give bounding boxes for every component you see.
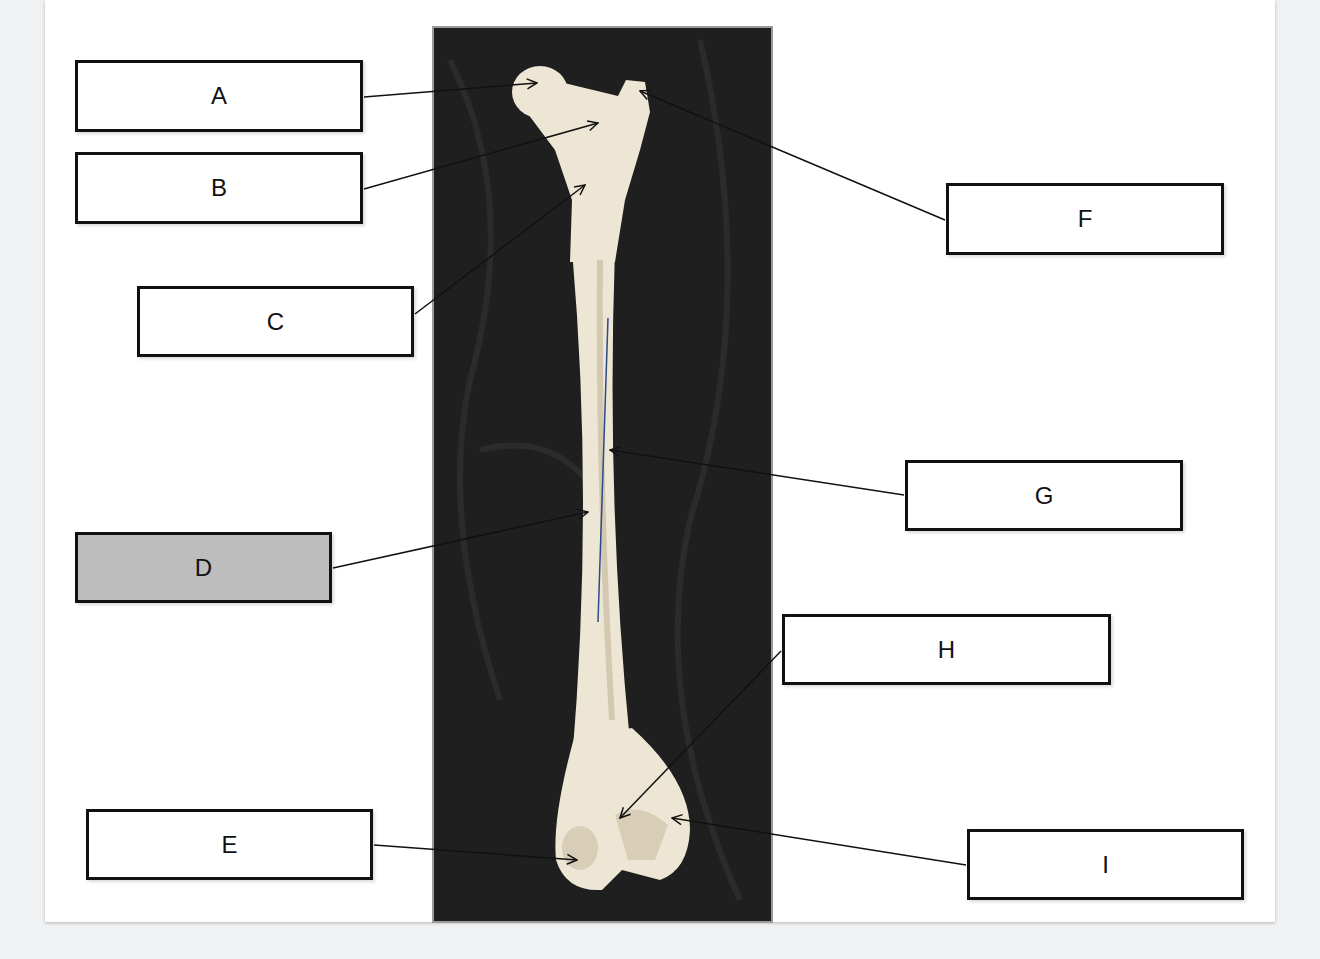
label-letter: F <box>1078 205 1093 233</box>
label-box: G <box>905 460 1183 531</box>
label-box: F <box>946 183 1224 255</box>
label-letter: G <box>1035 482 1054 510</box>
label-box: A <box>75 60 363 132</box>
label-box: D <box>75 532 332 603</box>
label-letter: H <box>938 636 955 664</box>
label-box: I <box>967 829 1244 900</box>
label-letter: A <box>211 82 227 110</box>
label-box: E <box>86 809 373 880</box>
label-letter: E <box>221 831 237 859</box>
label-box: H <box>782 614 1111 685</box>
label-letter: I <box>1102 851 1109 879</box>
label-letter: C <box>267 308 284 336</box>
label-box: B <box>75 152 363 224</box>
label-box: C <box>137 286 414 357</box>
label-letter: D <box>195 554 212 582</box>
label-letter: B <box>211 174 227 202</box>
